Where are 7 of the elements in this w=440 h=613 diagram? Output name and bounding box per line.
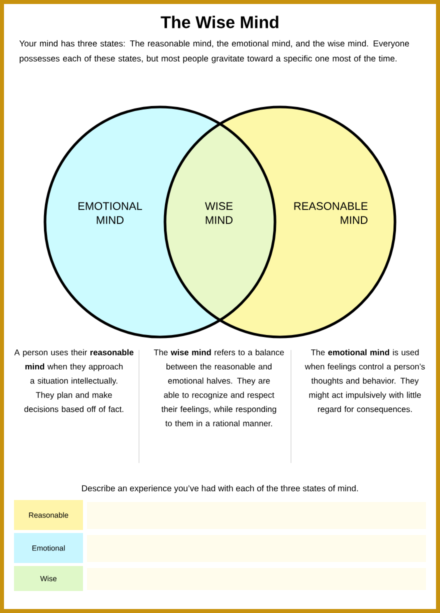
description-text: The wise mind refers to a balance between the reasonable and emotional halves. They are able to recognize and respect their feelings, while responding to them in a rational manner. xyxy=(154,349,284,426)
description-text: A person uses their reasonable mind when they approach a situation intellectually. They plan and make decisions based off of fact. xyxy=(14,349,134,412)
description-text: The emotional mind is used when feelings control a person’s thoughts and behavior. They might act impulsively with little regard for consequences. xyxy=(304,349,425,414)
title: The Wise Mind xyxy=(160,16,278,28)
intro-text: Your mind has three states: The reasonable mind, the emotional mind, and the wise mind. Everyone possesses each of these states, but most people gravitate toward a specific one most of the time. xyxy=(19,40,409,64)
prompt-text: Describe an experience you’ve had with each of the three states of mind. xyxy=(82,485,358,494)
overlap-region: WISE MIND xyxy=(205,202,233,224)
